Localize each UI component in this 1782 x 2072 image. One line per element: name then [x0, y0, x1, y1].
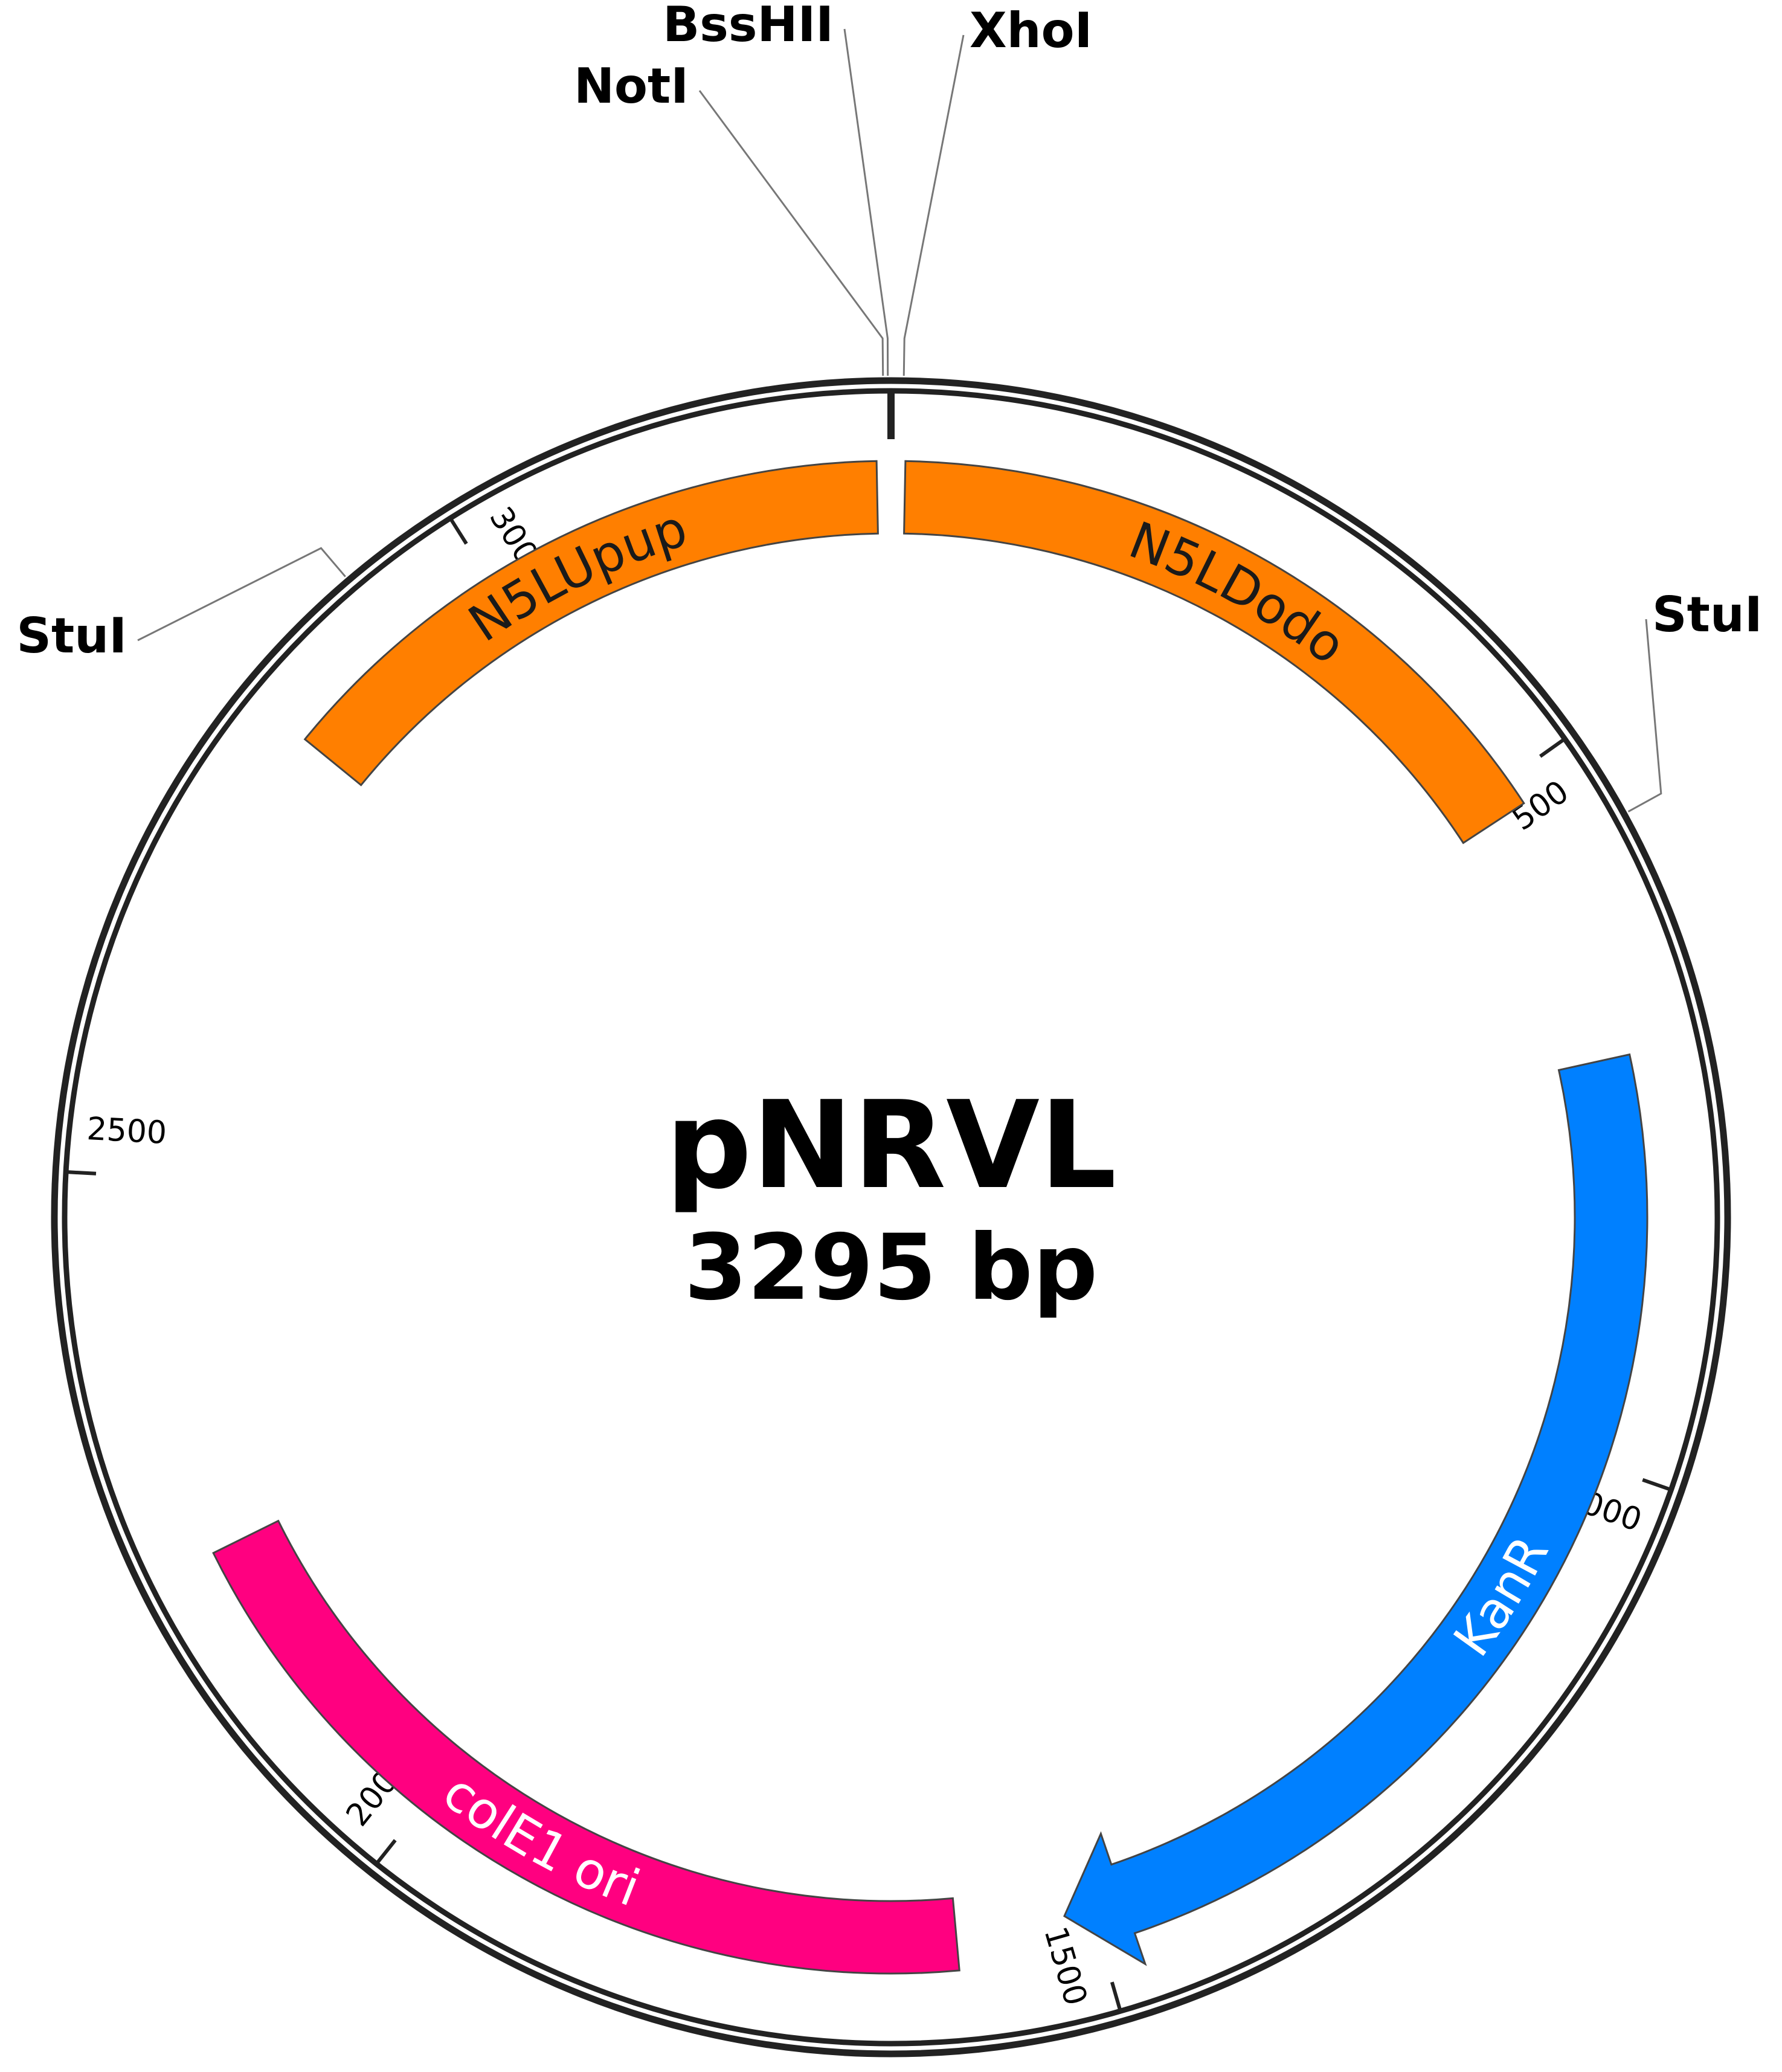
tick-label: 2500	[86, 1111, 167, 1151]
plasmid-name: pNRVL	[666, 1075, 1117, 1216]
site-label-xhoi: XhoI	[970, 2, 1092, 59]
tick-mark	[1539, 737, 1566, 758]
site-leader-stui-right	[1627, 619, 1662, 812]
site-leader-stui-left	[137, 547, 346, 642]
tick-mark	[375, 1839, 397, 1865]
feature-n5ldodo	[903, 460, 1525, 845]
site-label-noti: NotI	[574, 58, 689, 114]
site-leader-bsshii	[843, 28, 889, 376]
site-label-stui-right: StuI	[1652, 587, 1763, 643]
tick-mark	[1110, 1981, 1122, 2012]
tick-mark	[1642, 1478, 1672, 1491]
feature-cole1-ori	[212, 1519, 960, 1975]
site-label-bsshii: BssHII	[663, 0, 834, 53]
feature-label-n5ldodo: N5LDodo	[1122, 510, 1357, 676]
tick-label: 1500	[1037, 1923, 1093, 2010]
tick-mark	[65, 1170, 97, 1176]
site-leader-noti	[698, 90, 884, 376]
tick-mark	[448, 517, 468, 545]
feature-n5lupup	[303, 460, 879, 787]
backbone-outer-ring	[51, 377, 1731, 2058]
feature-kanr	[1063, 1053, 1649, 1966]
site-leader-xhoi	[902, 34, 965, 376]
site-label-stui-left: StuI	[16, 608, 127, 664]
plasmid-backbone	[51, 377, 1731, 2058]
plasmid-size: 3295 bp	[684, 1215, 1098, 1321]
